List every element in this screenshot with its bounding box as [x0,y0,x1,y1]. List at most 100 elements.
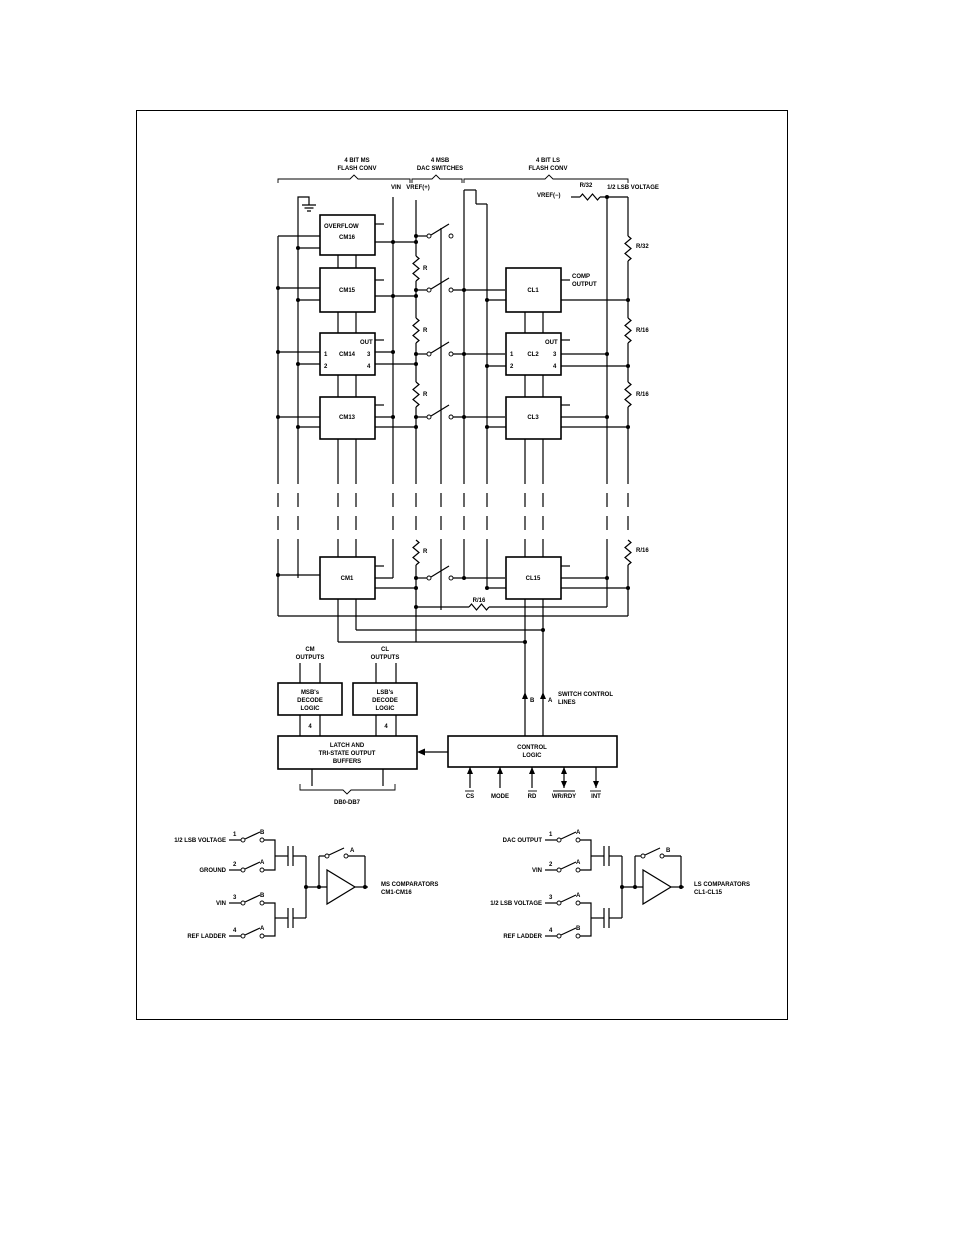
svg-text:CONTROL: CONTROL [517,745,547,751]
ls-comparators-range: CL1-CL15 [694,890,723,896]
dac-bus [440,189,488,610]
svg-text:B: B [666,848,671,854]
lsb-decode-block: LSB's DECODE LOGIC [352,682,418,716]
svg-text:LOGIC: LOGIC [301,706,321,712]
line-a-label: A [548,698,553,704]
line-b-label: B [530,698,535,704]
ms-connections [278,223,416,589]
control-to-latch-arrow [417,748,448,756]
header-dac-line1: 4 MSB [431,158,450,164]
r-label-4: R [423,549,428,555]
comp-output-line1: COMP [572,274,590,280]
ms-in1-label: 1/2 LSB VOLTAGE [174,838,226,844]
half-lsb-label: 1/2 LSB VOLTAGE [607,185,659,191]
svg-text:1: 1 [549,832,553,838]
svg-text:OUT: OUT [360,340,373,346]
cl15-block: CL15 [505,556,562,600]
svg-text:A: A [350,848,355,854]
switch-control-line1: SWITCH CONTROL [558,692,613,698]
svg-text:2: 2 [233,862,237,868]
header-dac-line2: DAC SWITCHES [417,166,463,172]
array-bottom [278,578,628,643]
svg-text:OVERFLOW: OVERFLOW [324,224,359,230]
ls-in1-label: DAC OUTPUT [503,838,543,844]
int-label: INT [591,794,601,800]
db-bus [299,769,396,795]
wr-rdy-label: WR/RDY [552,794,576,800]
svg-text:B: B [260,893,265,899]
svg-text:1: 1 [510,352,514,358]
switch-control-line2: LINES [558,700,576,706]
cm-outputs-line1: CM [305,647,314,653]
control-logic-block: CONTROL LOGIC [447,735,618,768]
cl2-label: CL2 [527,352,539,358]
db-bus-label: DB0-DB7 [334,800,361,806]
dac-switches [416,223,505,581]
cm13-label: CM13 [339,415,356,421]
svg-text:3: 3 [549,895,553,901]
cl1-label: CL1 [527,288,539,294]
cm14-block: OUT 1 2 CM14 3 4 [319,332,376,376]
cl3-block: CL3 [505,396,562,440]
r32-top-label: R/32 [580,183,593,189]
svg-text:OUT: OUT [545,340,558,346]
svg-text:2: 2 [510,364,514,370]
ls-comparators-label: LS COMPARATORS [694,882,750,888]
msb-bus-width: 4 [308,724,312,730]
diagram-frame [136,110,788,1020]
svg-text:B: B [576,926,581,932]
header-ls-line2: FLASH CONV [529,166,568,172]
svg-text:4: 4 [549,928,553,934]
svg-text:4: 4 [367,364,371,370]
ls-connections [487,279,628,589]
svg-text:BUFFERS: BUFFERS [333,759,361,765]
vref-plus-label: VREF(+) [406,185,430,191]
cl-outputs-line2: OUTPUTS [371,655,400,661]
r-label-1: R [423,266,428,272]
ms-in3-label: VIN [216,901,226,907]
vref-minus-label: VREF(−) [537,193,561,199]
cm16-label: CM16 [339,235,356,241]
decode-inputs [299,663,397,683]
svg-text:4: 4 [233,928,237,934]
cs-label: CS [466,794,474,800]
rd-label: RD [528,794,537,800]
svg-text:LOGIC: LOGIC [523,753,543,759]
svg-text:2: 2 [324,364,328,370]
control-inputs [465,767,601,792]
svg-text:A: A [260,926,265,932]
cl-outputs-line1: CL [381,647,389,653]
vin-label: VIN [391,185,401,191]
ls-detail-schematic [545,831,684,939]
header-ls-line1: 4 BIT LS [536,158,560,164]
svg-text:1: 1 [324,352,328,358]
svg-text:MSB's: MSB's [301,690,320,696]
r16-bottom-label: R/16 [473,598,486,604]
svg-text:B: B [260,830,265,836]
ls-in3-label: 1/2 LSB VOLTAGE [490,901,542,907]
comp-output-line2: OUTPUT [572,282,597,288]
svg-text:A: A [576,893,581,899]
svg-text:DECODE: DECODE [297,698,323,704]
mode-label: MODE [491,794,509,800]
cl3-label: CL3 [527,415,539,421]
cl1-block: CL1 [505,267,562,313]
svg-text:3: 3 [233,895,237,901]
ls-in4-label: REF LADDER [503,934,542,940]
cl2-block: OUT 1 2 CL2 3 4 [505,332,562,376]
ground-icon [297,196,316,212]
svg-text:LOGIC: LOGIC [376,706,396,712]
cl15-label: CL15 [526,576,541,582]
cm16-block: OVERFLOW CM16 [319,214,376,256]
cm1-block: CM1 [319,556,376,600]
svg-text:LATCH AND: LATCH AND [330,743,365,749]
ms-detail-schematic [229,831,368,939]
decode-to-latch [299,715,397,736]
cm1-label: CM1 [341,576,354,582]
r32-right-label: R/32 [636,244,649,250]
cm15-block: CM15 [319,267,376,313]
cm-outputs-line2: OUTPUTS [296,655,325,661]
cm13-block: CM13 [319,396,376,440]
latch-block: LATCH AND TRI-STATE OUTPUT BUFFERS [277,735,418,770]
svg-text:1: 1 [233,832,237,838]
